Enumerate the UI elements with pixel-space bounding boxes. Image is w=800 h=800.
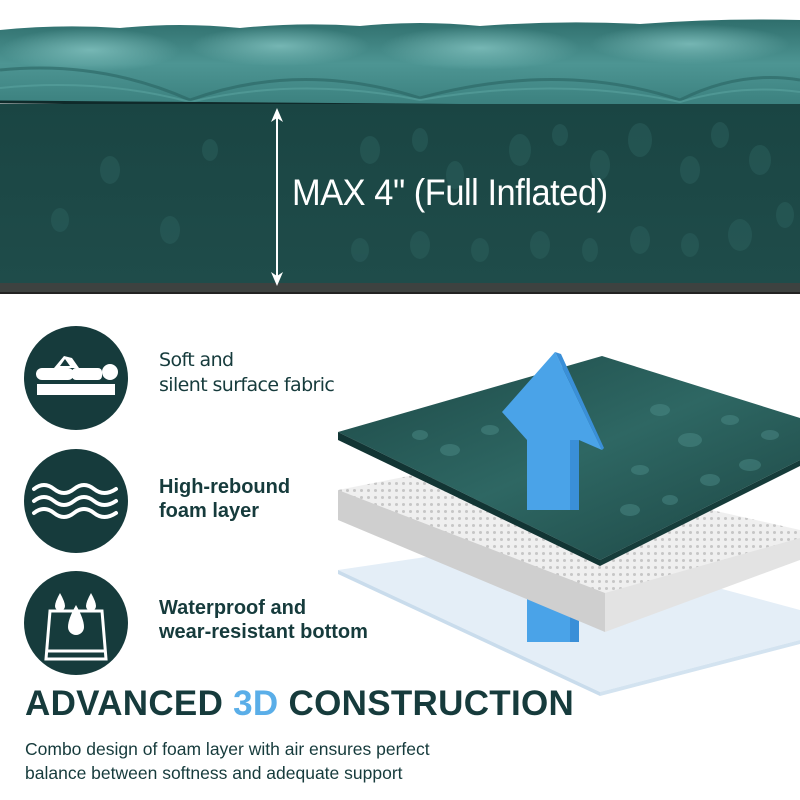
double-headed-arrow-icon <box>271 108 283 286</box>
feature-label: High-rebound foam layer <box>159 476 291 522</box>
layers-diagram <box>330 340 800 700</box>
feature-badge <box>24 571 128 675</box>
feature-foam-layer: High-rebound foam layer <box>24 449 404 553</box>
feature-badge <box>24 326 128 430</box>
up-arrow-icon <box>502 352 604 510</box>
description-text: Combo design of foam layer with air ensu… <box>25 739 430 783</box>
feature-surface-fabric: Soft and silent surface fabric <box>24 326 404 430</box>
exploded-layers-illustration <box>338 352 800 696</box>
height-label: MAX 4" (Full Inflated) <box>292 172 608 213</box>
headline-accent: 3D <box>233 684 279 723</box>
headline: ADVANCED 3D CONSTRUCTION <box>25 684 575 723</box>
mattress-illustration <box>0 19 800 294</box>
person-lying-on-mattress-icon <box>36 356 118 395</box>
feature-waterproof-bottom: Waterproof and wear-resistant bottom <box>24 571 404 675</box>
feature-badge <box>24 449 128 553</box>
waves-icon <box>32 483 118 519</box>
feature-label: Waterproof and wear-resistant bottom <box>159 597 368 643</box>
water-drops-on-base-icon <box>44 593 108 661</box>
feature-label: Soft and silent surface fabric <box>159 349 335 396</box>
mattress-height-photo: MAX 4" (Full Inflated) <box>0 0 800 300</box>
